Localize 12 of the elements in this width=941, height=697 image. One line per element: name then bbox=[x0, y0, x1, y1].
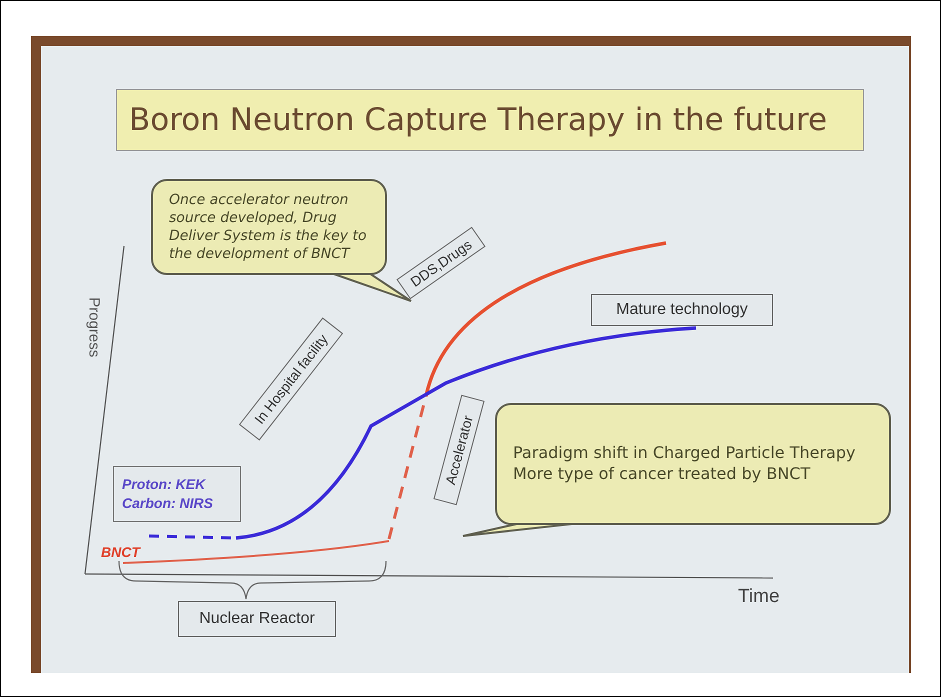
callout-text: Paradigm shift in Charged Particle Therapy bbox=[513, 443, 856, 464]
axis-title: Time bbox=[738, 585, 780, 609]
title-banner: Boron Neutron Capture Therapy in the future bbox=[116, 89, 864, 151]
callout-text: Once accelerator neutron source developed, Drug Deliver System is the key to the development of BNCT bbox=[169, 190, 368, 264]
facility-label: Proton: KEK bbox=[122, 475, 207, 494]
label-box: Mature technology bbox=[591, 294, 773, 326]
facility-label: Carbon: NIRS bbox=[122, 494, 214, 513]
series-label: BNCT bbox=[101, 543, 140, 562]
axis-title: Progress bbox=[84, 297, 104, 358]
label-box: Nuclear Reactor bbox=[178, 601, 336, 637]
legend-box bbox=[113, 466, 241, 522]
callout-text: More type of cancer treated by BNCT bbox=[513, 464, 812, 485]
